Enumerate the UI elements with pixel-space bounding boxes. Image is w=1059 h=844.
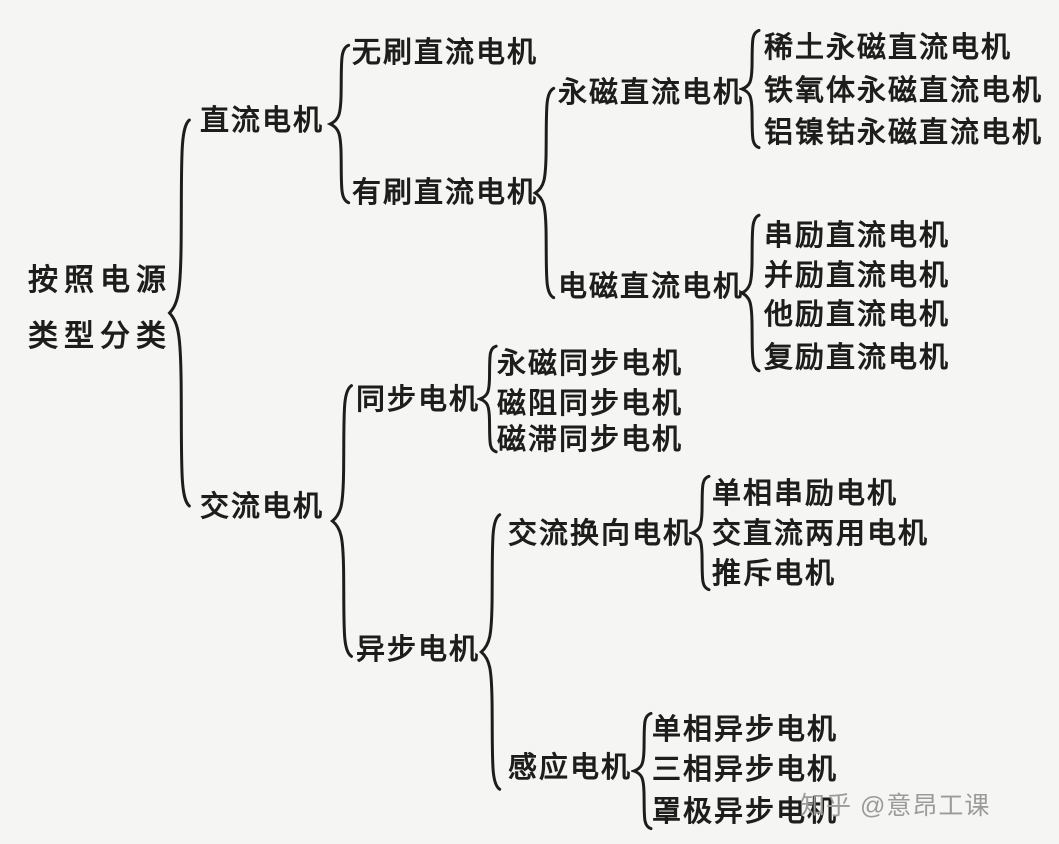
node-label-ac-commutator: 交流换向电机 bbox=[508, 518, 695, 550]
node-label-electromagnetic-dc: 电磁直流电机 bbox=[558, 271, 745, 303]
node-label-shaded-pole-async: 罩极异步电机 bbox=[652, 796, 839, 828]
node-label-shunt-dc: 并励直流电机 bbox=[764, 260, 951, 292]
node-label-sync-motor: 同步电机 bbox=[356, 384, 481, 416]
node-label-compound-dc: 复励直流电机 bbox=[764, 342, 951, 374]
node-label-repulsion: 推斥电机 bbox=[712, 558, 837, 590]
node-label-pm-sync: 永磁同步电机 bbox=[497, 348, 684, 380]
watermark-text: 知乎 @意昂工课 bbox=[800, 792, 991, 820]
node-label-single-phase-async: 单相异步电机 bbox=[652, 714, 839, 746]
brace-icon-ac bbox=[329, 380, 356, 662]
node-label-induction: 感应电机 bbox=[508, 752, 633, 784]
brace-icon-em-dc bbox=[739, 212, 763, 374]
brace-icon-pm-dc bbox=[739, 28, 763, 150]
node-label-root-line2: 类型分类 bbox=[28, 320, 172, 353]
brace-icon-async bbox=[478, 509, 504, 795]
brace-icon-root bbox=[166, 112, 194, 514]
brace-icon-ac-commutator bbox=[689, 474, 713, 592]
node-label-reluctance-sync: 磁阻同步电机 bbox=[497, 388, 684, 420]
node-label-ac-motor: 交流电机 bbox=[200, 491, 325, 523]
node-label-root-line1: 按照电源 bbox=[28, 264, 172, 297]
brace-icon-induction bbox=[631, 711, 655, 831]
node-label-rare-earth-pm-dc: 稀土永磁直流电机 bbox=[764, 32, 1013, 64]
node-label-ferrite-pm-dc: 铁氧体永磁直流电机 bbox=[764, 75, 1044, 107]
node-label-dc-motor: 直流电机 bbox=[200, 105, 325, 137]
node-label-separately-excited-dc: 他励直流电机 bbox=[764, 299, 951, 331]
node-label-alnico-pm-dc: 铝镍钴永磁直流电机 bbox=[764, 117, 1044, 149]
node-label-pm-dc: 永磁直流电机 bbox=[558, 77, 745, 109]
node-label-async-motor: 异步电机 bbox=[356, 634, 481, 666]
node-label-hysteresis-sync: 磁滞同步电机 bbox=[497, 424, 684, 456]
node-label-brushed-dc: 有刷直流电机 bbox=[352, 177, 539, 209]
brace-icon-dc bbox=[327, 42, 353, 206]
node-label-series-dc: 串励直流电机 bbox=[764, 220, 951, 252]
node-label-ac-dc-dual-use: 交直流两用电机 bbox=[712, 518, 930, 550]
brace-icon-brushed bbox=[532, 84, 558, 302]
node-label-three-phase-async: 三相异步电机 bbox=[652, 754, 839, 786]
brace-icon-sync bbox=[477, 344, 500, 454]
node-label-single-phase-series: 单相串励电机 bbox=[712, 478, 899, 510]
node-label-brushless-dc: 无刷直流电机 bbox=[352, 37, 539, 69]
